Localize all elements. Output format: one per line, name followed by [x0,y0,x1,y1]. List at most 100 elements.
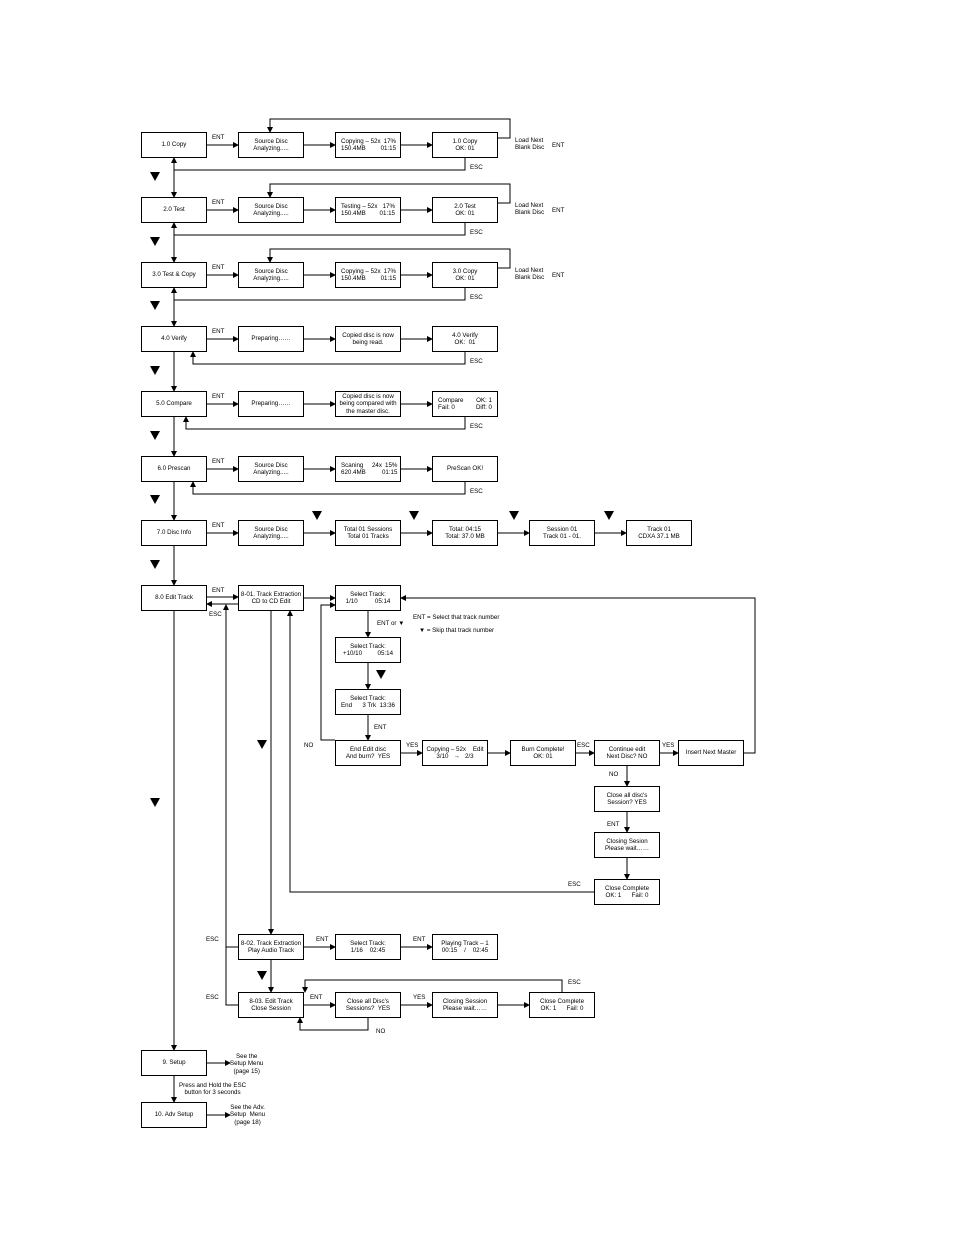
down-triangle-icon [150,495,160,504]
down-triangle-icon [150,172,160,181]
connector [183,416,466,430]
screen-edit-main: 8.0 Edit Track [141,585,207,611]
connector [171,287,466,301]
down-triangle-icon [312,511,322,520]
screen-text-line: Scaning 24x [341,461,382,469]
label-line: (page 15) [233,1067,260,1075]
down-triangle-icon [376,670,386,679]
down-triangle-icon [150,798,160,807]
screen-text-line: Copying – 52x [341,137,381,145]
screen-text-line: 1.0 Copy [161,141,187,149]
screen-text-line: Testing – 52x [341,202,378,210]
screen-sel2: Select Track:+10/10 05:14 [335,637,401,663]
screen-text-line: 150.4MB [341,210,366,217]
screen-pre-ok: PreScan OK! [432,456,498,482]
esc-label: ESC [568,979,581,986]
screen-right-column: 17%01:15 [381,263,396,287]
screen-text-line: Total 01 Tracks [347,533,389,540]
ent-label: ENT [212,522,225,529]
screen-text-line: being compared with [339,400,397,408]
ent-label: ENT [212,458,225,465]
screen-ver-main: 4.0 Verify [141,326,207,352]
screen-text-line: OK: 1 Fail: 0 [605,892,649,899]
screen-text-line: OK: 01 [533,753,553,760]
yes-label: YES [662,742,675,749]
esc-label: ESC [209,611,222,618]
screen-text-line: 1/10 05:14 [345,598,391,605]
connector [171,157,466,171]
down-triangle-icon [409,511,419,520]
label-line: button for 3 seconds [184,1089,241,1097]
screen-text-line: 4.0 Verify [452,331,478,339]
screen-text-line: Select Track: [350,939,386,947]
connector [190,481,466,495]
screen-text-line: Select Track: [350,642,386,650]
down-triangle-icon [150,431,160,440]
screen-text-line: 4.0 Verify [161,335,187,343]
screen-text-line: 15% [385,461,398,469]
connector [225,947,238,1006]
ent-label: ENT [212,393,225,400]
screen-sel1: Select Track:1/10 05:14 [335,585,401,611]
screen-ver-prep: Preparing…… [238,326,304,352]
label-line: (page 18) [234,1118,261,1126]
screen-text-line: Close Session [251,1005,291,1012]
connector [287,610,594,893]
screen-text-line: 3.0 Test & Copy [152,271,196,279]
screen-text-line: OK: 1 [476,396,492,404]
screen-text-line: 150.4MB [341,275,366,282]
screen-text-line: being read. [352,339,384,346]
label-line: Blank Disc [515,209,545,217]
connector [267,248,511,269]
screen-text-line: Source Disc [254,202,288,210]
see-adv-setup-note: See the Adv.Setup Menu(page 18) [230,1104,265,1126]
screen-text-line: Copying – 52x Edit [426,745,484,753]
screen-text-line: Track 01 - 01. [543,533,581,540]
screen-text-line: Play Audio Track [247,947,295,954]
no-label: NO [609,771,619,778]
screen-text-line: Copied disc is now [342,392,394,400]
screen-right-column: 17%01:15 [380,198,395,222]
screen-text-line: 8-02. Track Extraction [240,939,302,947]
screen-text-line: Closing Sesion [606,837,648,845]
screen-text-line: Analyzing..... [253,145,289,152]
screen-text-line: 01:15 [380,145,397,152]
screen-text-line: Total 01 Sessions [343,525,393,533]
screen-text-line: Source Disc [254,525,288,533]
label-line: Setup Menu [230,1060,264,1068]
screen-text-line: Copying – 52x [341,267,381,275]
screen-text-line: 8-03. Edit Track [249,997,293,1005]
ent-label: ENT [212,587,225,594]
connector [297,1017,369,1031]
screen-sel802: Select Track:1/16 02:45 [335,934,401,960]
screen-text-line: Analyzing..... [253,210,289,217]
screen-text-line: Playing Track – 1 [441,939,489,947]
esc-label: ESC [470,294,483,301]
screen-text-line: Close Complete [604,884,650,892]
ent-label: ENT [212,134,225,141]
screen-text-line: Total: 37.0 MB [445,533,485,540]
screen-info-main: 7.0 Disc Info [141,520,207,546]
ent-label: ENT [212,199,225,206]
screen-text-line: 3.0 Copy [452,267,478,275]
screen-text-line: Close Complete [539,997,585,1005]
screen-text-line: 10. Adv Setup [154,1111,194,1119]
screen-text-line: CD to CD Edit [251,598,291,605]
screen-text-line: Source Disc [254,137,288,145]
screen-text-line: Insert Next Master [685,749,737,757]
